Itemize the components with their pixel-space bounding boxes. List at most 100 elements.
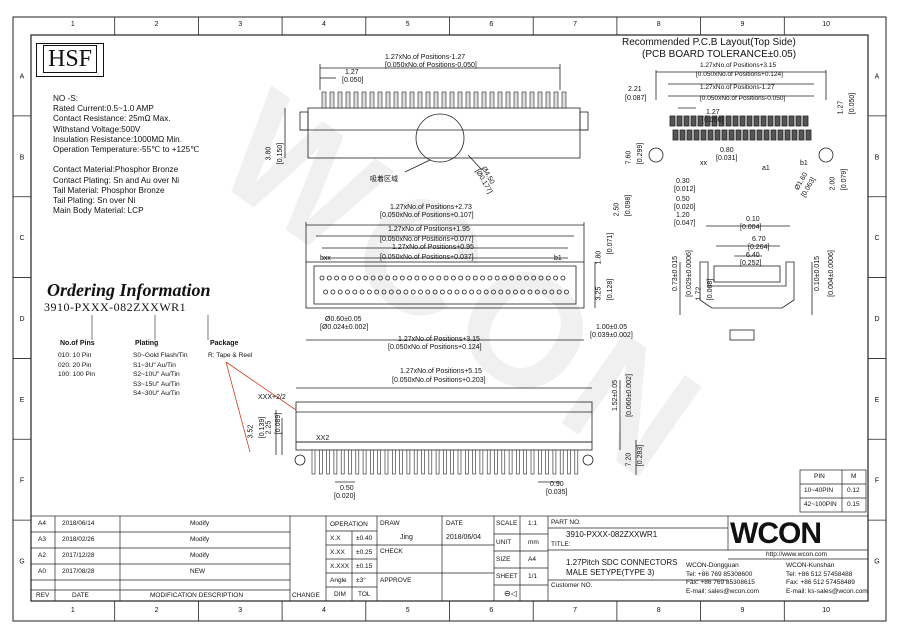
- pcb-v1: 7.60: [625, 150, 633, 165]
- bottom-pin: [457, 449, 462, 475]
- tolerance-dim: X.XXX: [330, 563, 350, 570]
- mid-bottom-dim: 1.27xNo.of Positions+3.15: [398, 336, 480, 343]
- mid-pin-hole: [564, 289, 569, 295]
- side-h: 1.72: [695, 286, 703, 301]
- top-pin: [425, 91, 431, 109]
- top-pin: [433, 91, 439, 109]
- top-pin: [385, 91, 391, 109]
- mid-pin-hole: [483, 289, 489, 295]
- pcb-d4-in: [0.050]: [849, 92, 857, 115]
- top-pin: [465, 91, 471, 109]
- pcb-pad: [767, 115, 774, 127]
- grid-col-label: 1: [71, 607, 75, 614]
- mid-pin-hole: [549, 289, 555, 295]
- pcb-subtitle: (PCB BOARD TOLERANCE±0.05): [642, 49, 797, 60]
- tb-customer-label: Customer NO.: [551, 582, 593, 589]
- tolerance-dim: X.X: [330, 535, 341, 542]
- top-pin: [345, 91, 351, 109]
- top-pin: [337, 91, 343, 109]
- tb-check-label: CHECK: [380, 548, 403, 555]
- mid-right1-in: [0.071]: [607, 232, 615, 255]
- mid-pin-hole: [480, 275, 486, 281]
- pcb-d1-in: [0.087]: [625, 95, 647, 102]
- bottom-pin: [523, 449, 528, 475]
- bottom-pin: [559, 449, 564, 475]
- grid-row-label: C: [874, 235, 879, 242]
- pcb-v3: 2.00: [829, 176, 837, 191]
- pcb-pad: [760, 115, 767, 127]
- grid-col-label: 7: [573, 21, 577, 28]
- pcb-pad: [784, 129, 791, 141]
- company-line: Fax: +86 769 85308615: [686, 579, 755, 587]
- rev-header-change: CHANGE: [292, 592, 320, 599]
- mid-pin-hole: [542, 289, 547, 295]
- revision-rev: A4: [38, 520, 46, 527]
- mid-pin-hole: [407, 275, 413, 281]
- mid-pin-hole: [487, 275, 493, 281]
- pcb-pad: [704, 115, 711, 127]
- bottom-pin: [486, 449, 491, 475]
- title-block-grid: [30, 515, 869, 602]
- side-top-in: [0.004]: [740, 224, 762, 231]
- bottom-pin: [333, 449, 338, 475]
- top-pin: [473, 91, 479, 109]
- mid-right2: 3.25: [595, 286, 603, 301]
- tb-size-value: A4: [528, 556, 536, 563]
- pcb-pad: [700, 129, 707, 141]
- grid-col-label: 2: [155, 607, 159, 614]
- mid-pin-hole: [385, 275, 391, 281]
- mid-pin-hole: [531, 275, 537, 281]
- bottom-pin: [435, 449, 440, 475]
- company-line: E-mail: sales@wcon.com: [686, 587, 760, 595]
- tol-footer-dim: DIM: [334, 591, 346, 598]
- ordering-option: S3~15U" Au/Tin: [133, 380, 180, 388]
- top-dim1: 1.27xNo.of Positions-1.27: [385, 54, 466, 61]
- pcb-pad: [770, 129, 777, 141]
- revision-rev: A0: [38, 568, 46, 575]
- pcb-pad: [742, 129, 749, 141]
- mid-pin-hole: [476, 289, 482, 295]
- bottom-pin: [413, 449, 418, 475]
- pcb-pad: [756, 129, 763, 141]
- mid-pin-hole: [498, 289, 504, 295]
- mid-pin-hole: [356, 275, 361, 281]
- bottom-h2: 2.25: [265, 420, 273, 435]
- mid-pin-hole: [348, 275, 354, 281]
- revision-description: Modify: [190, 520, 210, 527]
- grid-col-label: 3: [238, 21, 242, 28]
- side-top: 0.10: [746, 216, 760, 223]
- bottom-pin: [552, 449, 557, 475]
- pin-table-r2c2: 0.15: [847, 501, 860, 508]
- pcb-pad: [777, 129, 784, 141]
- mid-pin-hole: [366, 289, 372, 295]
- mid-dim2-in: [0.050xNo.of Positions+0.077]: [380, 236, 474, 243]
- bottom-b1: 0.50: [340, 485, 354, 492]
- pcb-dim1-in: [0.050xNo.of Positions+0.124]: [696, 71, 783, 78]
- side-right-in: [0.004±0.0006]: [827, 250, 835, 297]
- pcb-pad: [795, 115, 802, 127]
- mid-pin-hole: [447, 289, 453, 295]
- mid-pin-hole: [359, 289, 365, 295]
- grid-col-label: 9: [740, 21, 744, 28]
- grid-row-label: C: [19, 235, 24, 242]
- ordering-option: 100: 100 Pin: [58, 371, 96, 379]
- bottom-pin: [537, 449, 542, 475]
- pcb-dim2-in: [0.050xNo.of Positions-0.050]: [700, 95, 786, 102]
- grid-col-label: 3: [238, 607, 242, 614]
- pcb-pad: [725, 115, 732, 127]
- pcb-d3-in: [0.031]: [716, 155, 738, 162]
- grid-col-label: 4: [322, 21, 326, 28]
- bottom-pin: [464, 449, 469, 475]
- bottom-pin: [377, 449, 382, 475]
- mid-pin-hole: [414, 275, 420, 281]
- bottom-pin: [391, 449, 396, 475]
- mid-label-right: b1: [554, 255, 562, 262]
- bottom-pin: [574, 449, 579, 475]
- top-pitch-in: [0.050]: [342, 77, 364, 84]
- bottom-pin: [479, 449, 484, 475]
- mid-pin-hole: [410, 289, 416, 295]
- mid-pin-hole: [491, 289, 496, 295]
- pcb-pad: [728, 129, 735, 141]
- mid-pin-hole: [465, 275, 471, 281]
- bottom-pin: [311, 449, 316, 475]
